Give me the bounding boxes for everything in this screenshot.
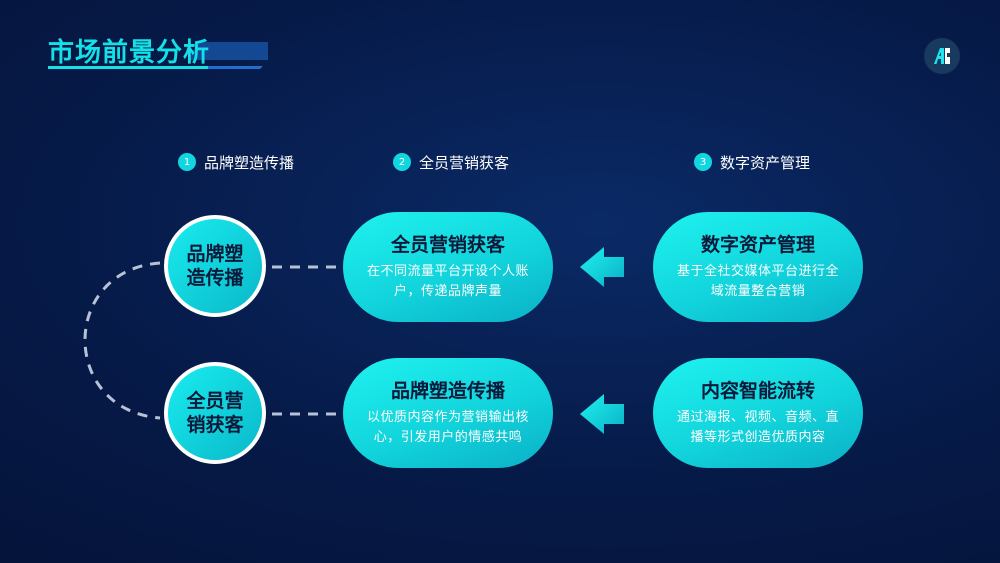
card-title: 全员营销获客 [390,234,505,256]
card-desc: 基于全社交媒体平台进行全域流量整合营销 [676,264,839,299]
title-underline-decor [48,42,268,69]
card-title: 品牌塑造传播 [390,380,505,402]
step-number: 2 [393,153,411,171]
circle-marketing: 全员营销获客 [164,362,266,464]
card-desc: 通过海报、视频、音频、直播等形式创造优质内容 [676,410,839,445]
circle-label: 品牌塑造传播 [186,243,244,289]
step-2: 2 全员营销获客 [393,150,509,174]
arrow-left-icon [580,247,624,287]
page-title: 市场前景分析 [48,38,211,68]
circle-label: 全员营销获客 [186,390,244,436]
step-label: 数字资产管理 [720,153,811,172]
card-brand-building: 品牌塑造传播 以优质内容作为营销输出核心，引发用户的情感共鸣 [343,358,553,468]
card-title: 内容智能流转 [700,380,815,402]
loop-connector [83,261,161,420]
step-1: 1 品牌塑造传播 [178,150,294,174]
card-desc: 在不同流量平台开设个人账户，传递品牌声量 [366,264,529,299]
card-content-flow: 内容智能流转 通过海报、视频、音频、直播等形式创造优质内容 [653,358,863,468]
card-digital-assets: 数字资产管理 基于全社交媒体平台进行全域流量整合营销 [653,212,863,322]
title-block: 市场前景分析 [48,30,268,76]
step-3: 3 数字资产管理 [694,150,810,174]
card-desc: 以优质内容作为营销输出核心，引发用户的情感共鸣 [366,410,529,445]
card-full-staff-marketing: 全员营销获客 在不同流量平台开设个人账户，传递品牌声量 [343,212,553,322]
card-title: 数字资产管理 [700,234,815,256]
step-label: 品牌塑造传播 [204,153,295,172]
step-label: 全员营销获客 [419,153,510,172]
step-number: 3 [694,153,712,171]
step-number: 1 [178,153,196,171]
arrow-left-icon [580,394,624,434]
app-logo-icon [924,38,960,74]
circle-brand: 品牌塑造传播 [164,215,266,317]
